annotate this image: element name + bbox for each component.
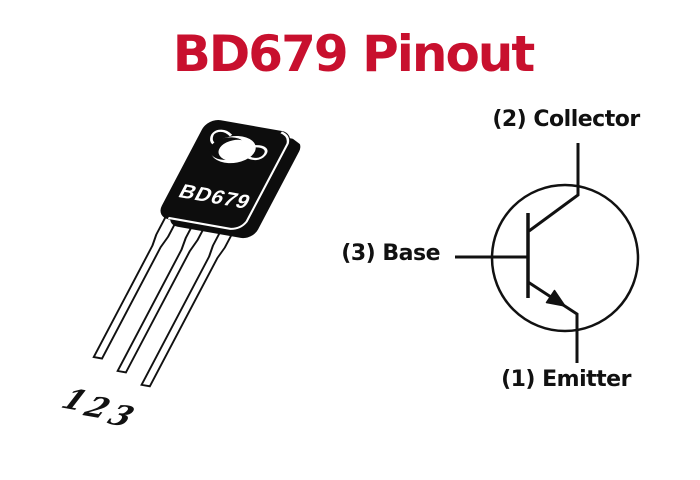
collector-lead bbox=[528, 143, 580, 233]
base-label: (3) Base bbox=[341, 241, 440, 266]
emitter-lead bbox=[527, 280, 579, 363]
mounting-hole-tab-right bbox=[246, 145, 268, 161]
to126-package: 1 2 3 BD679 bbox=[56, 120, 302, 434]
page-title: BD679 Pinout bbox=[172, 25, 536, 83]
emitter-label: (1) Emitter bbox=[501, 367, 631, 392]
package-chamfer-line bbox=[290, 135, 302, 145]
collector-label: (2) Collector bbox=[492, 107, 640, 132]
emitter-arrow bbox=[545, 289, 566, 307]
transistor-symbol bbox=[455, 143, 640, 363]
mounting-hole-inner bbox=[218, 139, 253, 162]
package-edge-highlight bbox=[167, 131, 290, 230]
